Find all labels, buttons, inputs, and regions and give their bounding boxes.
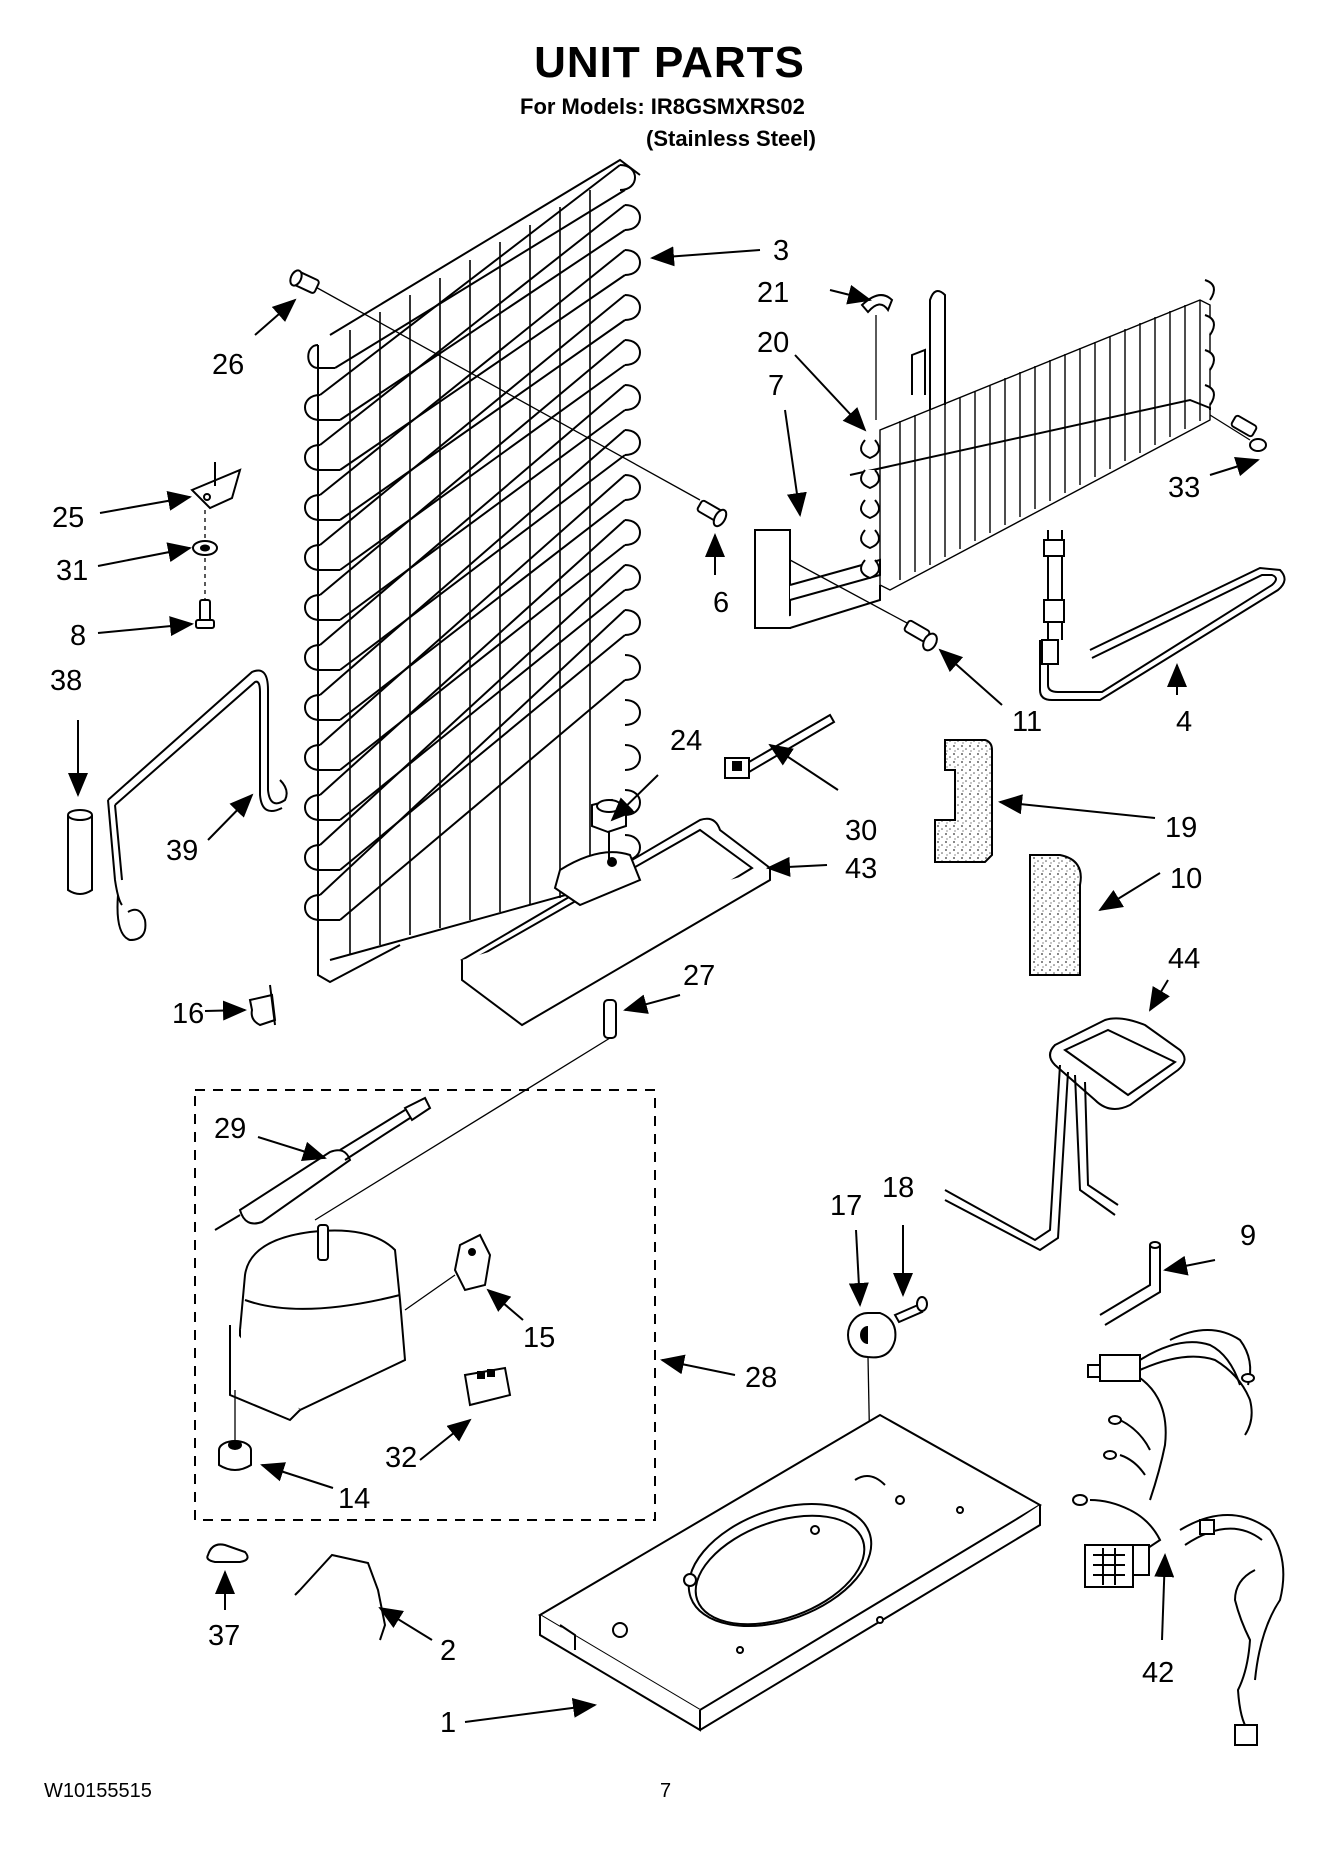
evaporator-coil-bends (860, 279, 1215, 580)
relay-guide (404, 1274, 456, 1311)
callout-43: 43 (845, 853, 877, 885)
callout-7: 7 (768, 370, 784, 402)
callout-2: 2 (440, 1635, 456, 1667)
page-title: UNIT PARTS (534, 38, 805, 87)
nut-24 (591, 798, 627, 834)
callout-1: 1 (440, 1707, 456, 1739)
washer-31 (192, 540, 218, 556)
callout-18: 18 (882, 1172, 914, 1204)
callout-26: 26 (212, 349, 244, 381)
callout-29: 29 (214, 1113, 246, 1145)
evaporator-tubes (911, 290, 946, 410)
clip-16 (248, 984, 277, 1027)
tube-9 (1099, 1241, 1161, 1326)
callout-labels: 3 21 20 7 26 25 31 8 6 33 11 4 38 39 24 … (50, 235, 1256, 1739)
wire-harness-42 (1072, 1329, 1285, 1746)
callout-31: 31 (56, 555, 88, 587)
compressor-kit-boundary (194, 1089, 656, 1521)
base-pan-1 (538, 1413, 1042, 1732)
screw-33 (1230, 414, 1267, 452)
callout-11: 11 (1012, 706, 1042, 738)
screw-26-guide (311, 284, 701, 501)
document-number: W10155515 (44, 1780, 152, 1802)
callout-39: 39 (166, 835, 198, 867)
callout-19: 19 (1165, 812, 1197, 844)
evaporator-7 (754, 398, 1211, 629)
bracket-25 (190, 462, 242, 510)
screw-26 (289, 269, 320, 294)
callout-4: 4 (1176, 706, 1192, 738)
callout-37: 37 (208, 1620, 240, 1652)
screw-6 (696, 499, 728, 528)
callout-44: 44 (1168, 943, 1200, 975)
callout-27: 27 (683, 960, 715, 992)
page-number: 7 (660, 1780, 672, 1802)
capacitor-32 (463, 1366, 512, 1407)
evaporator-fins (879, 299, 1211, 591)
heater-4 (1039, 530, 1286, 701)
callout-28: 28 (745, 1362, 777, 1394)
tube-39 (107, 669, 288, 942)
callout-30: 30 (845, 815, 877, 847)
screw-8 (195, 599, 215, 629)
screw-11-guide (789, 559, 921, 631)
callout-25: 25 (52, 502, 84, 534)
part-27 (603, 999, 617, 1039)
callout-3: 3 (773, 235, 789, 267)
callout-6: 6 (713, 587, 729, 619)
callout-33: 33 (1168, 472, 1200, 504)
screw-11 (903, 619, 938, 652)
part-27-guide (314, 1037, 611, 1221)
foam-block-10 (1029, 854, 1082, 976)
callout-arrows (68, 246, 1260, 1723)
grommet-14 (218, 1440, 252, 1471)
callout-9: 9 (1240, 1220, 1256, 1252)
callout-32: 32 (385, 1442, 417, 1474)
wire-tie-30 (724, 713, 836, 779)
bracket-2 (294, 1553, 387, 1641)
callout-21: 21 (757, 277, 789, 309)
grommet-17 (847, 1312, 897, 1359)
finish-line: (Stainless Steel) (646, 126, 816, 151)
relay-15 (453, 1233, 492, 1292)
tube-38 (67, 809, 93, 895)
callout-8: 8 (70, 620, 86, 652)
callout-24: 24 (670, 725, 702, 757)
callout-17: 17 (830, 1190, 862, 1222)
foam-block-19 (934, 739, 993, 863)
drain-pan-43 (460, 817, 772, 1027)
tubing-44 (944, 1017, 1186, 1252)
model-line: For Models: IR8GSMXRS02 (520, 94, 805, 119)
compressor-28 (229, 1224, 407, 1422)
clip-21 (860, 294, 894, 314)
callout-10: 10 (1170, 863, 1202, 895)
callout-42: 42 (1142, 1657, 1174, 1689)
callout-15: 15 (523, 1322, 555, 1354)
bolt-18 (893, 1296, 928, 1324)
callout-20: 20 (757, 327, 789, 359)
callout-38: 38 (50, 665, 82, 697)
screw-33-guide (1209, 414, 1251, 441)
drier-29 (214, 1096, 432, 1231)
clip-37 (206, 1543, 249, 1563)
callout-16: 16 (172, 998, 204, 1030)
callout-14: 14 (338, 1483, 370, 1515)
